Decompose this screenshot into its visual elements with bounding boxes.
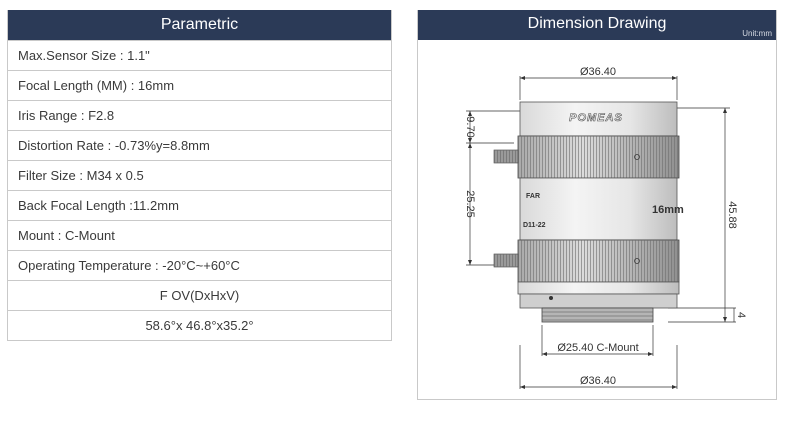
flange-label: 4 [735, 312, 747, 318]
mount-width-label: Ø25.40 C-Mount [557, 342, 638, 354]
param-distortion-rate: Distortion Rate : -0.73%y=8.8mm [8, 130, 391, 160]
param-focal-length: Focal Length (MM) : 16mm [8, 70, 391, 100]
lens-model-marking: D11-22 [523, 222, 546, 229]
param-fov-value: 58.6°x 46.8°x35.2° [8, 310, 391, 340]
lens-brand-marking: POMEAS [569, 112, 623, 124]
param-iris-range: Iris Range : F2.8 [8, 100, 391, 130]
parametric-table: Parametric Max.Sensor Size : 1.1" Focal … [7, 10, 392, 341]
lens-focal-marking: 16mm [652, 204, 684, 216]
lens-body [493, 101, 680, 323]
lens-dimension-drawing: POMEAS FAR 16mm D11-22 Ø36.40 Ø36.40 Ø25… [464, 66, 747, 389]
dimension-drawing-panel: Dimension Drawing Unit:mm [417, 10, 777, 400]
param-mount: Mount : C-Mount [8, 220, 391, 250]
dimension-header: Dimension Drawing Unit:mm [418, 10, 776, 40]
param-fov-label: F OV(DxHxV) [8, 280, 391, 310]
param-operating-temperature: Operating Temperature : -20°C~+60°C [8, 250, 391, 280]
param-filter-size: Filter Size : M34 x 0.5 [8, 160, 391, 190]
ring-spacing-label: 25.25 [464, 190, 476, 218]
parametric-title: Parametric [8, 10, 391, 40]
unit-label: Unit:mm [742, 29, 772, 38]
param-sensor-size: Max.Sensor Size : 1.1" [8, 40, 391, 70]
dimension-title: Dimension Drawing [527, 15, 667, 32]
lens-far-marking: FAR [526, 193, 540, 200]
top-ring-label: 9.70 [464, 116, 476, 137]
total-length-label: 45.88 [726, 201, 738, 229]
param-back-focal-length: Back Focal Length :11.2mm [8, 190, 391, 220]
bottom-width-label: Ø36.40 [580, 375, 616, 387]
top-width-label: Ø36.40 [580, 66, 616, 78]
